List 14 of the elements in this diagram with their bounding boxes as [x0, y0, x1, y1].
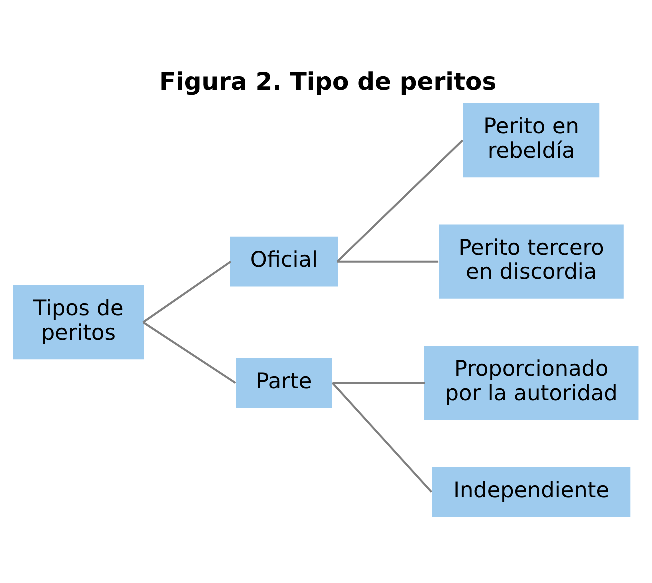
connector [332, 382, 426, 384]
connector [332, 382, 433, 494]
node-box: Parte [236, 358, 332, 408]
connector [336, 140, 464, 263]
connector [142, 322, 236, 384]
node-box: Independiente [432, 467, 631, 518]
node-box: Perito tercero en discordia [439, 224, 624, 299]
diagram-title: Figura 2. Tipo de peritos [160, 66, 497, 96]
node-box: Oficial [230, 236, 338, 287]
connector [337, 260, 439, 263]
node-box: Tipos de peritos [13, 285, 144, 360]
connector [142, 261, 232, 324]
node-box: Proporcionado por la autoridad [424, 346, 639, 420]
node-box: Perito en rebeldía [464, 103, 600, 178]
